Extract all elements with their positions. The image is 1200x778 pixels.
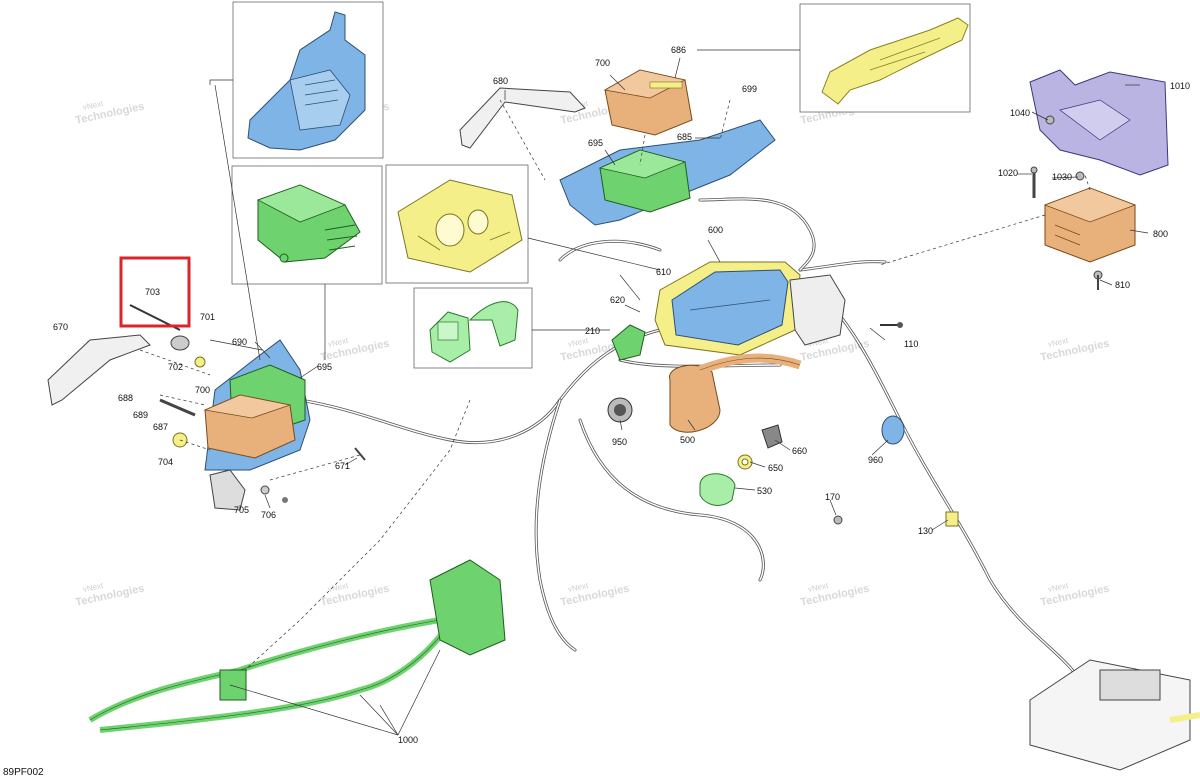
module-695-top — [598, 149, 691, 213]
bracket-680 — [459, 87, 586, 149]
part-label-700a: 700 — [195, 385, 210, 395]
part-label-702: 702 — [168, 362, 183, 372]
part-label-620: 620 — [610, 295, 625, 305]
watermark-line1: vNext — [807, 581, 830, 594]
watermark-line1: vNext — [567, 581, 590, 594]
watermark-line1: vNext — [82, 581, 105, 594]
part-label-1020: 1020 — [998, 168, 1018, 178]
part-label-600: 600 — [708, 225, 723, 235]
diagram-code: 89PF002 — [3, 767, 44, 778]
part-label-670: 670 — [53, 322, 68, 332]
inset-bracket-yellow-drawing — [821, 17, 969, 105]
connector-960 — [881, 415, 905, 445]
module-700-top — [603, 69, 693, 136]
watermark-line1: vNext — [1047, 336, 1070, 349]
part-label-1040: 1040 — [1010, 108, 1030, 118]
part-label-685: 685 — [677, 132, 692, 142]
part-label-699: 699 — [742, 84, 757, 94]
screw-110 — [880, 322, 903, 328]
left-assembly — [203, 339, 311, 511]
part-label-500: 500 — [680, 435, 695, 445]
small-parts-center — [699, 424, 783, 506]
watermark-line1: vNext — [1047, 581, 1070, 594]
fasteners-right — [1030, 115, 1103, 290]
part-label-1000: 1000 — [398, 735, 418, 745]
part-label-671: 671 — [335, 461, 350, 471]
part-label-800: 800 — [1153, 229, 1168, 239]
part-label-701: 701 — [200, 312, 215, 322]
part-label-690: 690 — [232, 337, 247, 347]
switch-500 — [669, 353, 802, 433]
part-label-170: 170 — [825, 492, 840, 502]
part-label-110: 110 — [904, 339, 918, 349]
inset-module-green-drawing — [257, 184, 361, 263]
inset-gasket-yellow-drawing — [397, 179, 523, 273]
bracket-1010 — [1029, 69, 1169, 176]
watermark-line1: vNext — [567, 336, 590, 349]
relay-module-800 — [1043, 187, 1137, 263]
part-label-695a: 695 — [317, 362, 332, 372]
key-switch-950 — [607, 397, 633, 423]
part-label-660: 660 — [792, 446, 807, 456]
part-label-705: 705 — [234, 505, 249, 515]
part-label-686: 686 — [671, 45, 686, 55]
part-label-689: 689 — [133, 410, 148, 420]
connector-210 — [611, 324, 646, 361]
part-label-950: 950 — [612, 437, 627, 447]
instrument-cluster-600 — [654, 261, 846, 356]
part-label-810: 810 — [1115, 280, 1130, 290]
watermark-line1: vNext — [82, 99, 105, 112]
bracket-670 — [47, 334, 151, 406]
inset-connector-green-drawing — [429, 301, 519, 363]
part-label-687: 687 — [153, 422, 168, 432]
part-label-700b: 700 — [595, 58, 610, 68]
part-label-688: 688 — [118, 393, 133, 403]
part-label-610: 610 — [656, 267, 671, 277]
part-label-706: 706 — [261, 510, 276, 520]
harness-1000 — [88, 559, 506, 733]
part-label-210: 210 — [585, 326, 600, 336]
part-label-130: 130 — [918, 526, 933, 536]
ecu-connector-bottom-right — [1029, 659, 1200, 771]
inset-bracket-blue-drawing — [247, 11, 366, 151]
bolt-170 — [833, 515, 843, 525]
part-label-695b: 695 — [588, 138, 603, 148]
part-label-680: 680 — [493, 76, 508, 86]
part-label-1030: 1030 — [1052, 172, 1072, 182]
part-label-704: 704 — [158, 457, 173, 467]
part-label-530: 530 — [757, 486, 772, 496]
part-label-960: 960 — [868, 455, 883, 465]
part-label-703: 703 — [145, 287, 160, 297]
part-label-1010: 1010 — [1170, 81, 1190, 91]
watermark-line1: vNext — [327, 581, 350, 594]
watermark-line1: vNext — [327, 336, 350, 349]
main-harness — [298, 197, 1082, 682]
part-label-650: 650 — [768, 463, 783, 473]
leader-lines — [139, 49, 1149, 736]
clip-130 — [945, 511, 959, 527]
highlight-box-703 — [119, 256, 191, 328]
